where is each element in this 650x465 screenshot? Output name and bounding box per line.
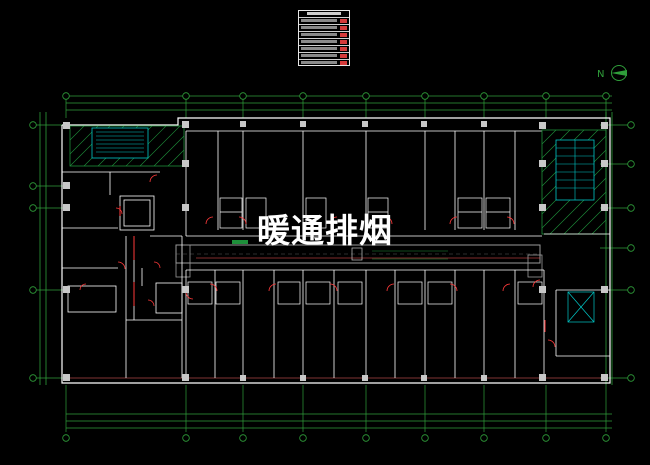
- south-east-walls: [544, 233, 610, 357]
- legend-table: [298, 10, 350, 66]
- structural-columns: [63, 121, 608, 381]
- upper-bathroom-boxes: [219, 197, 511, 229]
- stair-hatch-left: [69, 125, 185, 167]
- legend-row: [299, 25, 349, 32]
- side-axis-bubbles: [29, 121, 635, 382]
- outer-walls: [61, 117, 611, 384]
- top-dimension-lines: [66, 95, 612, 111]
- bottom-axis-ticks: [65, 385, 607, 432]
- bottom-dimension-lines: [66, 413, 612, 429]
- overlay-title: 暖通排烟: [257, 211, 393, 250]
- top-axis-bubbles: [62, 92, 610, 100]
- upper-room-walls: [185, 131, 542, 237]
- west-zone-walls: [62, 171, 183, 378]
- elevator-shaft: [567, 291, 595, 323]
- north-arrow-icon: N: [597, 65, 627, 81]
- legend-row: [299, 18, 349, 25]
- door-swings: [79, 174, 556, 348]
- stair-hatch-right: [541, 129, 607, 235]
- smoke-exhaust-duct: [175, 240, 543, 278]
- svg-text:N: N: [597, 69, 604, 80]
- legend-row: [299, 11, 349, 18]
- top-axis-ticks: [65, 99, 607, 118]
- side-dimension-lines: [39, 112, 613, 385]
- legend-row: [299, 46, 349, 53]
- legend-row: [299, 32, 349, 39]
- legend-row: [299, 53, 349, 60]
- lower-bathroom-boxes: [187, 281, 543, 305]
- bottom-axis-bubbles: [62, 434, 610, 442]
- legend-row: [299, 60, 349, 67]
- red-stubs: [119, 206, 546, 332]
- legend-row: [299, 39, 349, 46]
